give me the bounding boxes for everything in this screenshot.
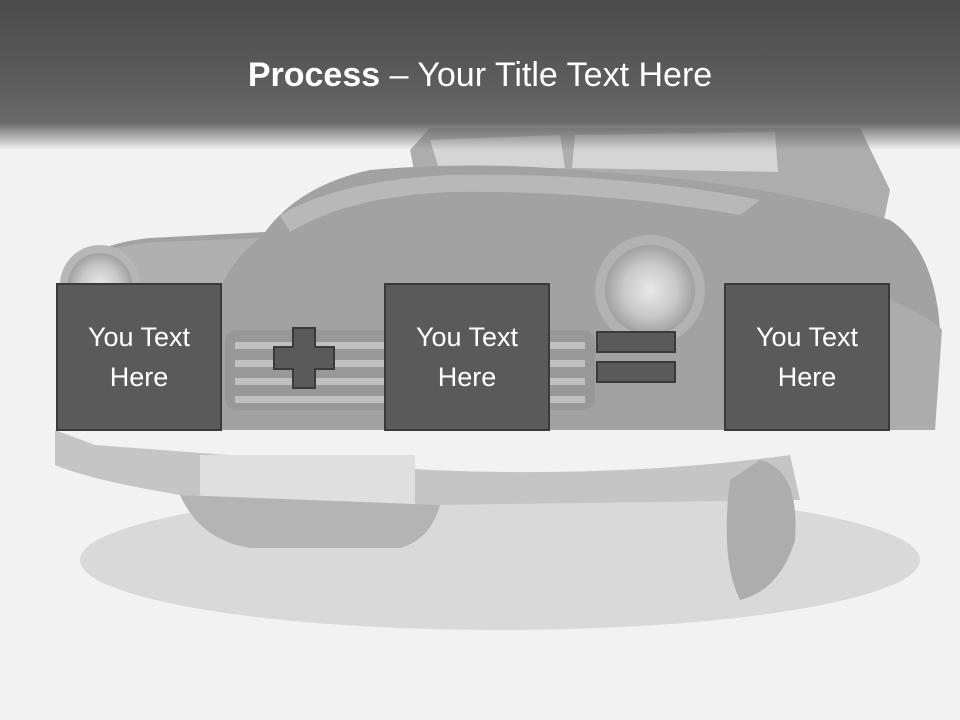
equals-icon (596, 331, 676, 383)
process-box-3[interactable]: You Text Here (724, 283, 890, 431)
title-rest-text: Your Title Text Here (417, 56, 713, 94)
process-box-1-text: You Text Here (87, 322, 191, 392)
title-dash: – (380, 56, 418, 94)
title-bold-text: Process (247, 56, 381, 94)
process-box-2-text: You Text Here (415, 322, 519, 392)
process-box-3-text: You Text Here (755, 322, 859, 392)
slide-title[interactable]: Process – Your Title Text Here (0, 50, 960, 100)
process-box-2[interactable]: You Text Here (384, 283, 550, 431)
process-box-1[interactable]: You Text Here (56, 283, 222, 431)
title-bar (0, 0, 960, 150)
plus-icon (273, 327, 335, 389)
